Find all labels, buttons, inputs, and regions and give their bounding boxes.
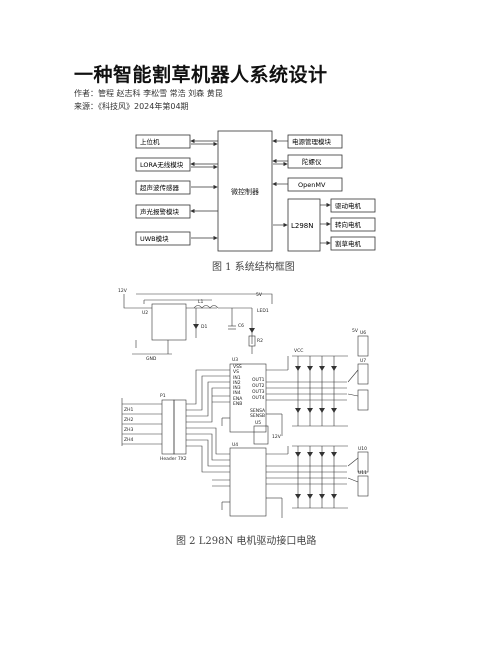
authors-names: 管程 赵志科 李松雪 常浩 刘森 黄昆: [98, 89, 223, 98]
article-source: 来源：《科技风》2024年第04期: [74, 101, 189, 112]
block-steer-motor: 转向电机: [335, 220, 362, 229]
right-blocks: 电源管理模块 陀螺仪 OpenMV L298N 驱动电机 转向电机 割草电机: [287, 134, 376, 252]
label-r2: R2: [257, 338, 263, 344]
block-lora: LORA无线模块: [140, 160, 184, 169]
block-mow-motor: 割草电机: [335, 239, 362, 248]
label-u5: U5: [255, 420, 261, 426]
label-12v-b: 12V: [272, 434, 282, 440]
label-u3: U3: [232, 357, 238, 363]
block-l298n: L298N: [291, 222, 314, 230]
block-power: 电源管理模块: [292, 137, 332, 146]
label-5v-b: 5V: [352, 328, 359, 334]
label-d1: D1: [201, 324, 207, 330]
label-ena: ENA: [233, 396, 243, 402]
label-in1: IN1: [233, 375, 241, 381]
left-blocks: 上位机 LORA无线模块 超声波传感器 声光报警模块 UWB模块: [135, 134, 191, 246]
label-l1: L1: [198, 299, 204, 305]
block-alarm: 声光报警模块: [140, 207, 180, 216]
block-gyro: 陀螺仪: [302, 157, 322, 166]
block-drive-motor: 驱动电机: [335, 201, 362, 210]
label-vs: VS: [233, 369, 239, 375]
label-zh3: ZH3: [124, 427, 133, 433]
figure-1-block-diagram: 微控制器 上位机 LORA无线模块 超声波传感器 声光报警模块 UWB模块 电源…: [135, 130, 376, 252]
label-out1: OUT1: [252, 377, 265, 383]
figure-2-caption: 图 2 L298N 电机驱动接口电路: [176, 536, 317, 547]
label-p1: P1: [160, 393, 166, 399]
figure-1-caption: 图 1 系统结构框图: [212, 262, 295, 273]
article-title: 一种智能割草机器人系统设计: [74, 64, 328, 86]
label-in2: IN2: [233, 380, 241, 386]
label-u4: U4: [232, 442, 238, 448]
label-zh2: ZH2: [124, 417, 133, 423]
block-host-pc: 上位机: [140, 137, 160, 146]
label-vss: VSS: [233, 364, 242, 370]
label-header: Header 7X2: [160, 456, 187, 462]
source-label: 来源：: [74, 102, 98, 111]
label-gnd: GND: [146, 356, 157, 362]
label-5v: 5V: [256, 292, 263, 298]
label-out4: OUT4: [252, 395, 265, 401]
label-led1: LED1: [257, 308, 269, 314]
label-c6: C6: [238, 323, 244, 329]
label-in4: IN4: [233, 390, 241, 396]
block-openmv: OpenMV: [298, 181, 326, 189]
article-authors: 作者：管程 赵志科 李松雪 常浩 刘森 黄昆: [74, 88, 223, 99]
label-zh4: ZH4: [124, 437, 133, 443]
label-in3: IN3: [233, 385, 241, 391]
label-zh1: ZH1: [124, 407, 133, 413]
source-name: 《科技风》2024年第04期: [98, 102, 189, 111]
label-u2: U2: [142, 310, 148, 316]
label-vcc: VCC: [294, 348, 303, 354]
block-microcontroller: 微控制器: [231, 187, 259, 196]
authors-label: 作者：: [74, 89, 98, 98]
figure-2-schematic: 12V U2 L1 D1 C6 5V LED1 R2 GND U3 VCC VS…: [118, 288, 369, 518]
label-u10: U10: [358, 446, 367, 452]
block-ultrasonic: 超声波传感器: [140, 183, 180, 192]
label-out2: OUT2: [252, 383, 265, 389]
label-u11: U11: [358, 470, 367, 476]
block-uwb: UWB模块: [140, 234, 169, 243]
label-u7: U7: [360, 358, 366, 364]
label-out3: OUT3: [252, 389, 265, 395]
label-12v: 12V: [118, 288, 128, 294]
label-sensa: SENSA: [250, 408, 266, 414]
label-sensb: SENSB: [250, 413, 265, 419]
label-u6: U6: [360, 330, 366, 336]
label-enb: ENB: [233, 401, 242, 407]
